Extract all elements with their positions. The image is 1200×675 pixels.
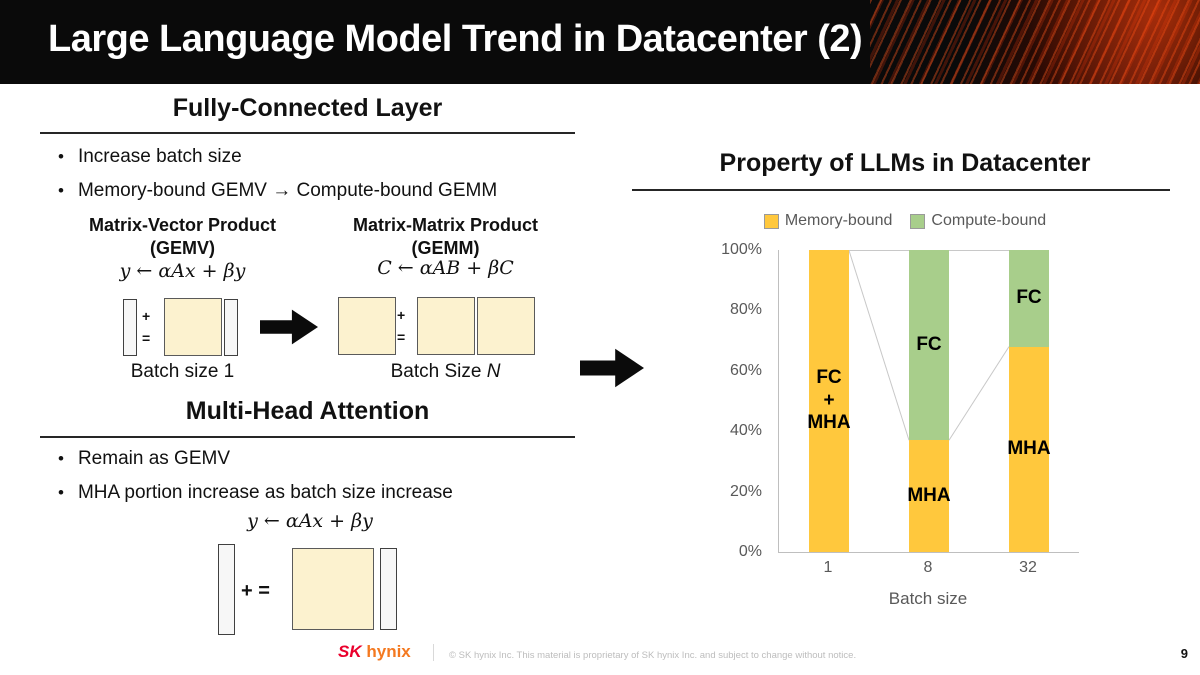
bar-segment-compute-bound: FC xyxy=(1009,250,1049,347)
sk-hynix-logo: SK hynix xyxy=(338,642,411,662)
bar-segment-compute-bound: FC xyxy=(909,250,949,441)
header-bar: Large Language Model Trend in Datacenter… xyxy=(0,0,1200,84)
header-corner-decoration xyxy=(870,0,1200,84)
matrix-square xyxy=(338,297,396,355)
memory-bound-swatch-icon xyxy=(763,213,779,229)
x-tick-label: 1 xyxy=(823,559,833,576)
logo-sk-text: SK xyxy=(338,642,362,661)
series-connector-lines xyxy=(848,250,1010,441)
legend-label: Memory-bound xyxy=(784,212,893,229)
y-tick-label: 60% xyxy=(729,361,762,379)
legend-item-compute-bound: Compute-bound xyxy=(910,212,1046,230)
matrix-square xyxy=(164,298,222,356)
matrix-square xyxy=(417,297,475,355)
footer-divider xyxy=(433,644,434,661)
gemm-caption: Batch Size N xyxy=(338,361,553,383)
fc-heading-rule xyxy=(40,132,575,134)
vector-rect xyxy=(218,544,235,635)
bullet-item: Remain as GEMV xyxy=(58,448,453,470)
y-tick-label: 40% xyxy=(729,422,762,440)
vector-rect xyxy=(123,299,137,356)
bar-segment-memory-bound: MHA xyxy=(1007,346,1051,552)
gemm-formula: C ← αAB + βC xyxy=(377,257,514,279)
mha-section-heading: Multi-Head Attention xyxy=(185,397,430,425)
fc-bullet-list: Increase batch size Memory-bound GEMV → … xyxy=(58,146,497,214)
vector-rect xyxy=(380,548,397,630)
bullet-dot-icon xyxy=(58,448,64,470)
mha-heading-rule xyxy=(40,436,575,438)
arrow-right-icon xyxy=(260,309,318,345)
bullet-dot-icon xyxy=(58,482,64,504)
bar-segment-memory-bound: MHA xyxy=(907,440,951,552)
gemm-title: Matrix-Matrix Product (GEMM) xyxy=(352,215,539,258)
plus-equals-operator: + = xyxy=(142,308,151,346)
slide-title: Large Language Model Trend in Datacenter… xyxy=(48,18,863,60)
matrix-square xyxy=(477,297,535,355)
page-number: 9 xyxy=(1180,646,1188,661)
gemm-caption-variable: N xyxy=(486,361,501,382)
chart-legend: Memory-bound Compute-bound xyxy=(640,212,1170,230)
gemm-caption-text: Batch Size xyxy=(390,361,487,382)
mha-bullet-list: Remain as GEMV MHA portion increase as b… xyxy=(58,448,453,516)
plus-equals-operator: + = xyxy=(241,580,270,602)
bar-segment-label: FC xyxy=(916,333,942,355)
bullet-item: MHA portion increase as batch size incre… xyxy=(58,482,453,504)
fc-section-heading: Fully-Connected Layer xyxy=(172,94,443,122)
bullet-dot-icon xyxy=(58,146,64,168)
bullet-text: Increase batch size xyxy=(77,146,242,167)
arrow-right-icon xyxy=(580,347,644,389)
logo-hynix-text: hynix xyxy=(366,642,411,661)
gemv-caption: Batch size 1 xyxy=(130,361,235,382)
plus-equals-operator: + = xyxy=(397,307,406,345)
bar-segment-label: MHA xyxy=(1007,437,1051,459)
y-tick-label: 100% xyxy=(721,241,762,258)
bar-segment-label: FC xyxy=(1016,286,1042,308)
bullet-text: Memory-bound GEMV → Compute-bound GEMM xyxy=(77,180,498,201)
chart-heading: Property of LLMs in Datacenter xyxy=(719,149,1091,177)
bar-segment-label: MHA xyxy=(907,484,951,506)
chart-heading-rule xyxy=(632,189,1170,191)
copyright-text: © SK hynix Inc. This material is proprie… xyxy=(449,650,857,661)
x-axis-title: Batch size xyxy=(888,589,968,608)
bar-segment-label: FC + MHA xyxy=(807,366,851,434)
y-tick-label: 80% xyxy=(729,301,762,319)
gemv-formula: y ← αAx + βy xyxy=(119,260,246,282)
matrix-square xyxy=(292,548,374,630)
gemv-title: Matrix-Vector Product (GEMV) xyxy=(88,215,277,258)
bar-segment-memory-bound: FC + MHA xyxy=(807,250,851,552)
compute-bound-swatch-icon xyxy=(910,213,926,229)
legend-label: Compute-bound xyxy=(931,212,1047,229)
vector-rect xyxy=(224,299,238,356)
legend-item-memory-bound: Memory-bound xyxy=(763,212,893,230)
x-tick-label: 32 xyxy=(1019,559,1037,576)
y-axis-ticks: 100% 80% 60% 40% 20% 0% xyxy=(688,240,762,562)
bullet-item: Increase batch size xyxy=(58,146,497,168)
bullet-dot-icon xyxy=(58,180,64,202)
bullet-item: Memory-bound GEMV → Compute-bound GEMM xyxy=(58,180,497,202)
bullet-text: Remain as GEMV xyxy=(77,448,230,469)
x-tick-label: 8 xyxy=(923,559,933,576)
mha-formula: y ← αAx + βy xyxy=(247,510,373,532)
y-tick-label: 20% xyxy=(729,482,762,500)
chart-plot: FC + MHA MHA FC MHA FC xyxy=(778,250,1079,553)
y-tick-label: 0% xyxy=(738,542,762,560)
bullet-text: MHA portion increase as batch size incre… xyxy=(77,482,453,503)
